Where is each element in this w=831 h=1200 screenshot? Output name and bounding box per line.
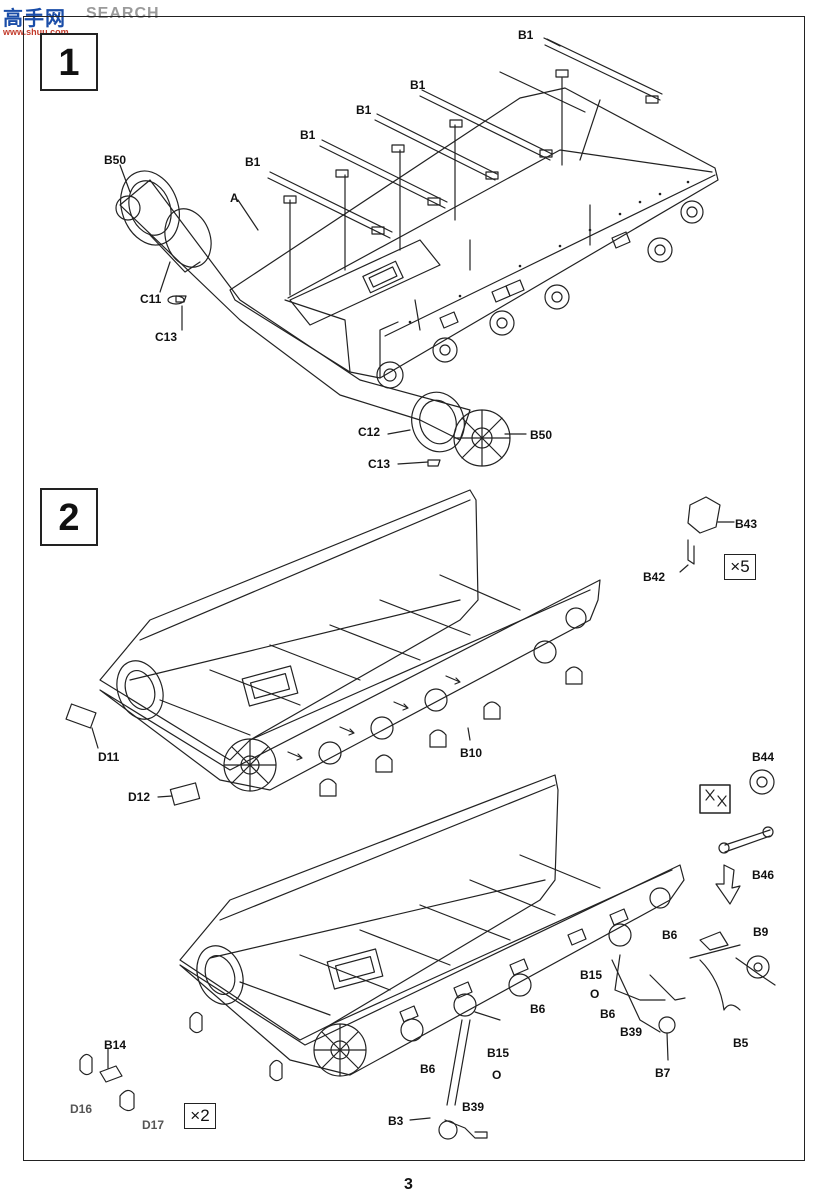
label-b39: B39 [620,1025,643,1039]
label-b3: B3 [388,1114,404,1128]
step-1-number: 1 [40,33,98,91]
watermark-english: SEARCH [86,5,160,22]
label-b46: B46 [752,868,775,882]
watermark-url: www.shuu.com [3,27,69,37]
label-c13: C13 [368,457,391,471]
label-b6: B6 [420,1062,436,1076]
label-b1: B1 [518,28,534,42]
page-frame [23,16,805,1161]
step2-lower-hull-drawing [79,774,776,1140]
label-o: O [590,987,600,1001]
label-b1: B1 [245,155,261,169]
step2-upper-hull-drawing [65,489,775,806]
label-b43: B43 [735,517,758,531]
label-b15: B15 [580,968,603,982]
label-d12: D12 [128,790,151,804]
label-b39: B39 [462,1100,485,1114]
label-b6: B6 [530,1002,546,1016]
label-b7: B7 [655,1066,671,1080]
glue-scissors-icon [700,785,730,813]
label-a: A [230,191,239,205]
quantity-x5: ×5 [724,554,756,580]
label-b44: B44 [752,750,775,764]
label-c13: C13 [155,330,178,344]
label-o: O [492,1068,502,1082]
label-b5: B5 [733,1036,749,1050]
label-c11: C11 [140,292,162,306]
label-b42: B42 [643,570,666,584]
label-b50: B50 [530,428,553,442]
label-b1: B1 [300,128,316,142]
label-b9: B9 [753,925,769,939]
quantity-x2: ×2 [184,1103,216,1129]
label-b15: B15 [487,1046,510,1060]
label-d16: D16 [70,1102,93,1116]
label-b50: B50 [104,153,127,167]
label-b6: B6 [600,1007,616,1021]
label-b6: B6 [662,928,678,942]
label-b1: B1 [356,103,372,117]
page-number: 3 [404,1176,413,1193]
label-b10: B10 [460,746,483,760]
label-b14: B14 [104,1038,127,1052]
label-b1: B1 [410,78,426,92]
step-2-number: 2 [40,488,98,546]
label-d17: D17 [142,1118,165,1132]
label-d11: D11 [98,750,120,764]
label-c12: C12 [358,425,381,439]
watermark-chinese: 高手网 [3,6,66,30]
watermark: 高手网 SEARCH www.shuu.com [0,0,170,37]
step1-hull-drawing [115,37,719,467]
